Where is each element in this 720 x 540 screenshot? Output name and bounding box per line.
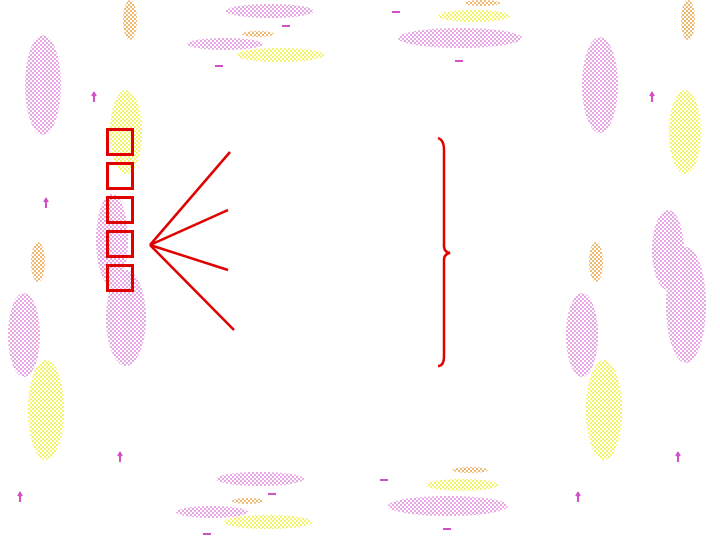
vertical-title-char (106, 162, 134, 190)
branch-line-2 (149, 208, 229, 247)
right-brace (437, 136, 451, 368)
vertical-title (106, 128, 138, 292)
vertical-title-char (106, 128, 134, 156)
vertical-title-char (106, 264, 134, 292)
branch-line-3 (149, 243, 229, 272)
vertical-title-char (106, 230, 134, 258)
branch-line-1 (149, 151, 231, 246)
vertical-title-char (106, 196, 134, 224)
branch-line-4 (149, 244, 235, 331)
